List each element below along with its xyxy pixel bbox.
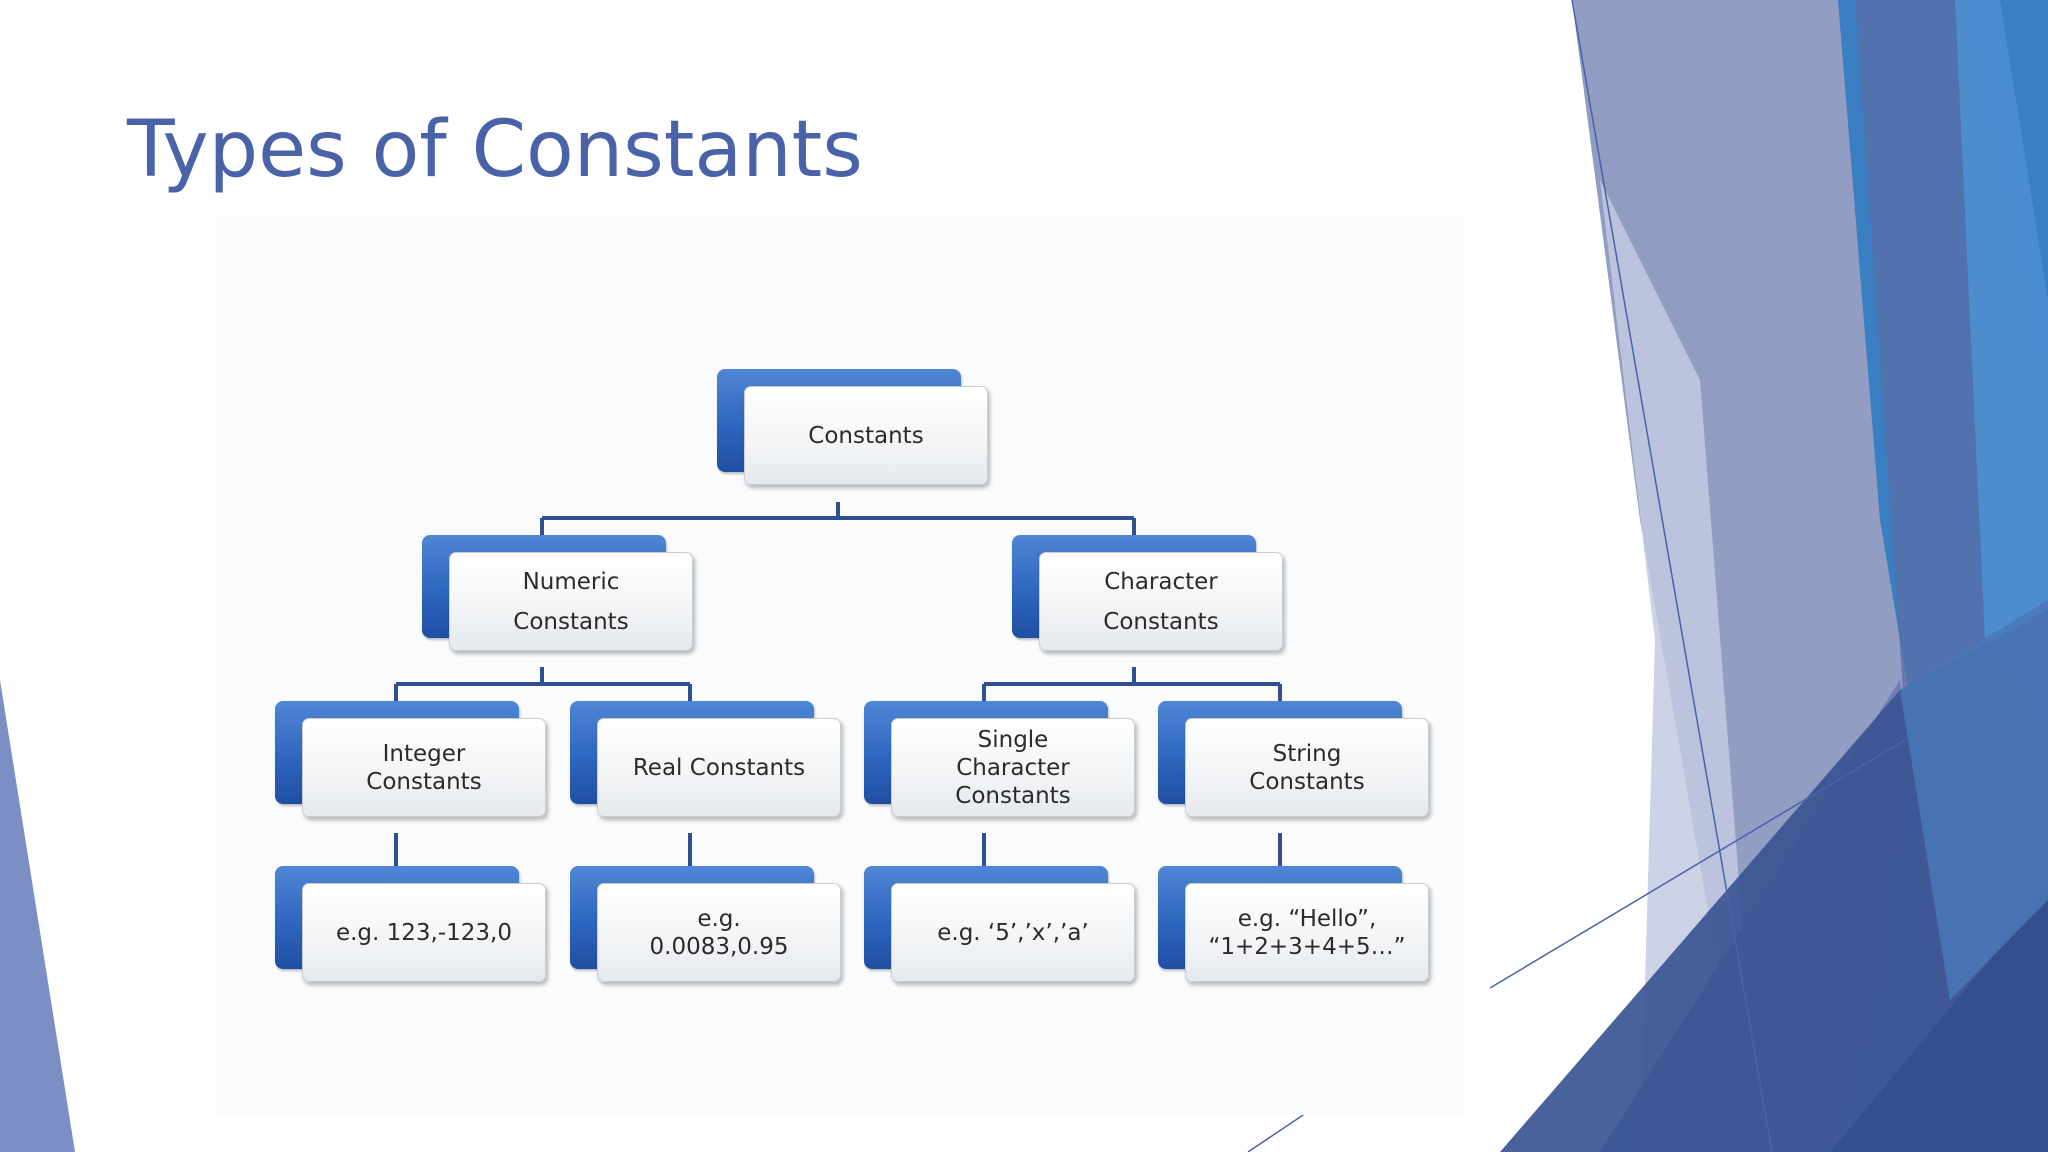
node-label: String Constants [1249,740,1365,795]
node-label: Real Constants [632,754,806,781]
node-front: Integer Constants [302,718,546,817]
decor-facet-blue-strip [1955,0,2048,720]
node-label: Numeric Constants [513,568,629,635]
node-label: e.g. ‘5’,’x’,’a’ [937,919,1089,946]
node-front: Single Character Constants [891,718,1135,817]
node-front: String Constants [1185,718,1429,817]
node-label: e.g. 123,-123,0 [335,919,513,946]
decor-line-2 [1489,739,1906,989]
node-integer-example: e.g. 123,-123,0 [275,866,547,982]
node-label: Integer Constants [366,740,482,795]
node-single-character-example: e.g. ‘5’,’x’,’a’ [864,866,1136,982]
decor-line-1 [1571,0,1773,1152]
decor-left-sliver [0,680,75,1152]
connector-numeric [394,667,692,702]
decor-facet-blue-low [1900,600,2048,1000]
node-front: Character Constants [1039,552,1283,651]
node-front: e.g. “Hello”, “1+2+3+4+5…” [1185,883,1429,982]
node-string-example: e.g. “Hello”, “1+2+3+4+5…” [1158,866,1430,982]
node-label: Character Constants [1103,568,1219,635]
connector-root [540,502,1136,536]
node-front: Constants [744,386,988,485]
node-integer-constants: Integer Constants [275,701,547,817]
node-front: e.g. 0.0083,0.95 [597,883,841,982]
node-front: e.g. ‘5’,’x’,’a’ [891,883,1135,982]
node-character-constants: Character Constants [1012,535,1284,651]
node-front: e.g. 123,-123,0 [302,883,546,982]
node-real-constants: Real Constants [570,701,842,817]
node-real-example: e.g. 0.0083,0.95 [570,866,842,982]
node-string-constants: String Constants [1158,701,1430,817]
node-numeric-constants: Numeric Constants [422,535,694,651]
node-front: Real Constants [597,718,841,817]
node-label: e.g. “Hello”, “1+2+3+4+5…” [1208,905,1406,960]
node-single-character-constants: Single Character Constants [864,701,1136,817]
node-label: e.g. 0.0083,0.95 [649,905,789,960]
connector-character [982,667,1282,702]
slide-title: Types of Constants [127,105,863,195]
node-label: Single Character Constants [955,726,1071,809]
node-label: Constants [808,422,924,449]
node-constants: Constants [717,369,989,485]
node-front: Numeric Constants [449,552,693,651]
